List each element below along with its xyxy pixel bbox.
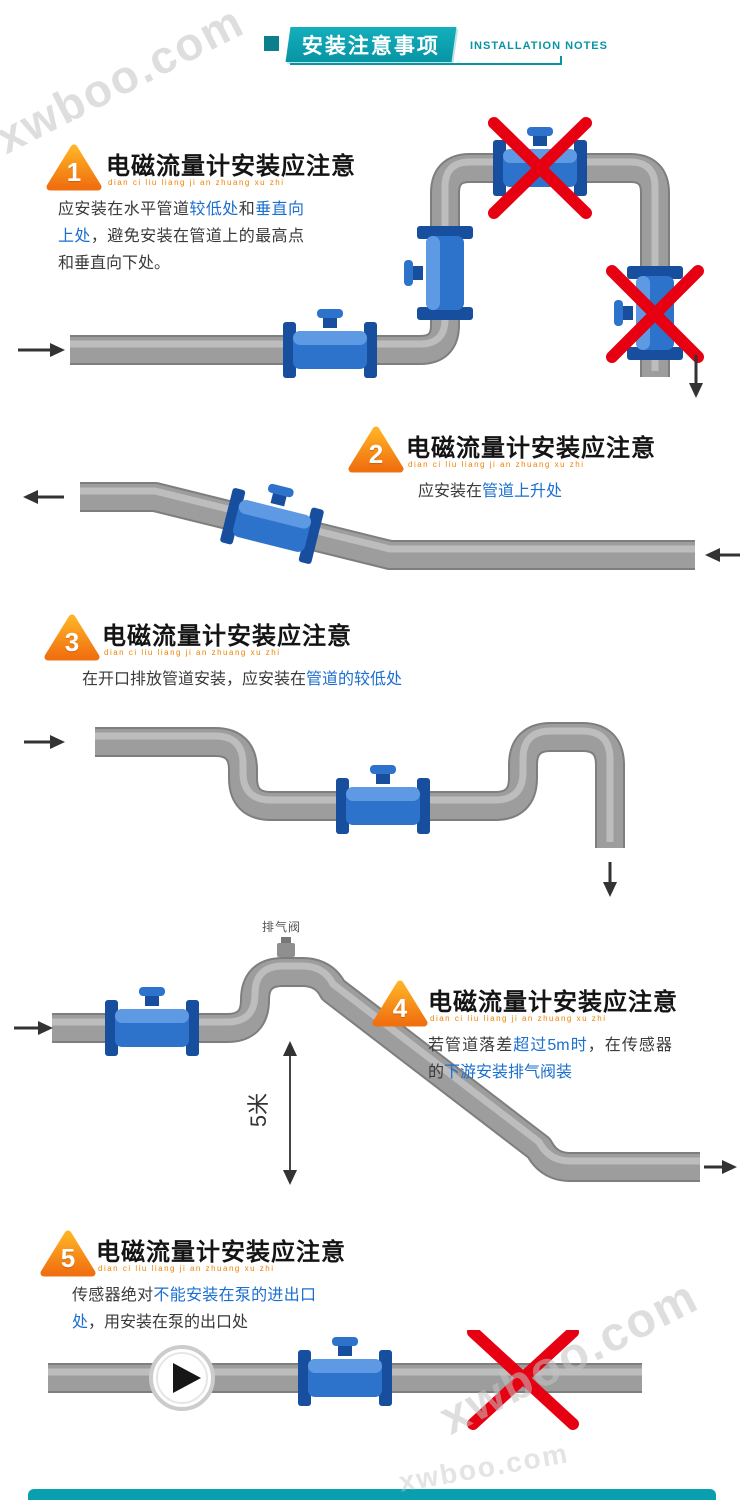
desc-segment: 在开口排放管道安装，应安装在 (82, 671, 307, 688)
flow-arrow-icon (23, 490, 64, 504)
pipe-diagram-1 (18, 117, 704, 398)
section-pinyin: dian ci liu liang ji an zhuang xu zhi (408, 460, 585, 469)
pipe-diagram-2 (23, 474, 740, 570)
flowmeter-icon (404, 226, 473, 320)
desc-segment: 应安装在水平管道 (58, 201, 190, 218)
page-title: 安装注意事项 (302, 34, 440, 58)
desc-segment: ，用安装在泵的出口处 (88, 1314, 249, 1332)
section-heading: 电磁流量计安装应注意 (102, 623, 352, 650)
air-valve-label: 排气阀 (262, 920, 302, 934)
desc-segment-highlight: 下游安装排气阀装 (444, 1064, 573, 1082)
section-pinyin: dian ci liu liang ji an zhuang xu zhi (108, 178, 285, 187)
flow-arrow-icon (603, 862, 617, 897)
section-desc: 传感器绝对不能安装在泵的进出口处，用安装在泵的出口处 (72, 1282, 316, 1336)
flow-arrow-icon (18, 343, 65, 357)
flowmeter-icon (105, 987, 199, 1056)
triangle-shape (348, 426, 404, 473)
flow-arrow-icon (705, 548, 740, 562)
section-pinyin: dian ci liu liang ji an zhuang xu zhi (98, 1264, 275, 1273)
desc-segment: 应安装在 (418, 483, 483, 500)
desc-segment-highlight: 垂直向上处 (58, 201, 304, 246)
triangle-shape (44, 614, 100, 661)
desc-segment-highlight: 超过5m时 (513, 1037, 588, 1054)
pipe-highlight (70, 158, 659, 371)
prohibited-cross-icon (467, 1330, 579, 1430)
warning-triangle: 5 (40, 1228, 96, 1278)
flowmeter-icon (219, 474, 328, 565)
air-valve-icon (277, 937, 295, 957)
warning-triangle: 2 (348, 424, 404, 474)
flow-arrow-icon (689, 355, 703, 398)
desc-segment: ，在传感器的 (428, 1037, 672, 1082)
section-number: 3 (64, 627, 80, 657)
section-desc: 应安装在水平管道较低处和垂直向上处，避免安装在管道上的最高点和垂直向下处。 (58, 196, 304, 278)
triangle-shape (372, 980, 428, 1027)
pipe-diagram-5 (48, 1330, 642, 1430)
triangle-shape (40, 1230, 96, 1277)
flowmeter-icon (283, 309, 377, 378)
header-underline (290, 56, 562, 65)
height-label: 5米 (246, 1092, 272, 1128)
pipe-highlight (95, 727, 614, 842)
desc-segment-highlight: 不能安装在泵的进出口处 (72, 1287, 316, 1332)
section-heading: 电磁流量计安装应注意 (96, 1239, 346, 1266)
section-number: 1 (66, 157, 82, 187)
section-heading: 电磁流量计安装应注意 (406, 435, 656, 462)
prohibited-cross-icon (606, 265, 704, 363)
section-desc: 在开口排放管道安装，应安装在管道的较低处 (82, 666, 402, 693)
flow-arrow-icon (704, 1160, 737, 1174)
section-number: 2 (368, 439, 384, 469)
triangle-shape (46, 144, 102, 191)
desc-segment: ，避免安装在管道上的最高点和垂直向下处。 (58, 228, 304, 273)
section-desc: 应安装在管道上升处 (418, 478, 562, 505)
desc-segment-highlight: 较低处 (189, 201, 239, 218)
header-subtitle: INSTALLATION NOTES (470, 40, 608, 52)
section-pinyin: dian ci liu liang ji an zhuang xu zhi (430, 1014, 607, 1023)
height-dimension (283, 1041, 297, 1185)
flow-arrow-icon (24, 735, 65, 749)
section-pinyin: dian ci liu liang ji an zhuang xu zhi (104, 648, 281, 657)
section-desc: 若管道落差超过5m时，在传感器的下游安装排气阀装 (428, 1032, 672, 1086)
desc-segment: 传感器绝对 (72, 1287, 154, 1304)
section-heading: 电磁流量计安装应注意 (106, 153, 356, 180)
flowmeter-icon (336, 765, 430, 834)
desc-segment: 和 (238, 201, 256, 218)
header-square-icon (264, 36, 279, 51)
warning-triangle: 3 (44, 612, 100, 662)
section-heading: 电磁流量计安装应注意 (428, 989, 678, 1016)
flowmeter-icon (298, 1337, 392, 1406)
section-number: 5 (60, 1243, 76, 1273)
prohibited-cross-icon (488, 117, 592, 219)
pump-icon (149, 1345, 215, 1411)
desc-segment-highlight: 管道上升处 (482, 483, 563, 500)
desc-segment: 若管道落差 (428, 1037, 514, 1054)
section-number: 4 (392, 993, 408, 1023)
pipe-diagram-3 (24, 722, 625, 897)
warning-triangle: 1 (46, 142, 102, 192)
bottom-accent-bar (28, 1489, 716, 1500)
pipe-diagram-4 (14, 937, 737, 1185)
warning-triangle: 4 (372, 978, 428, 1028)
desc-segment-highlight: 管道的较低处 (306, 671, 403, 688)
flow-arrow-icon (14, 1021, 53, 1035)
pipe-highlight (52, 962, 700, 1165)
